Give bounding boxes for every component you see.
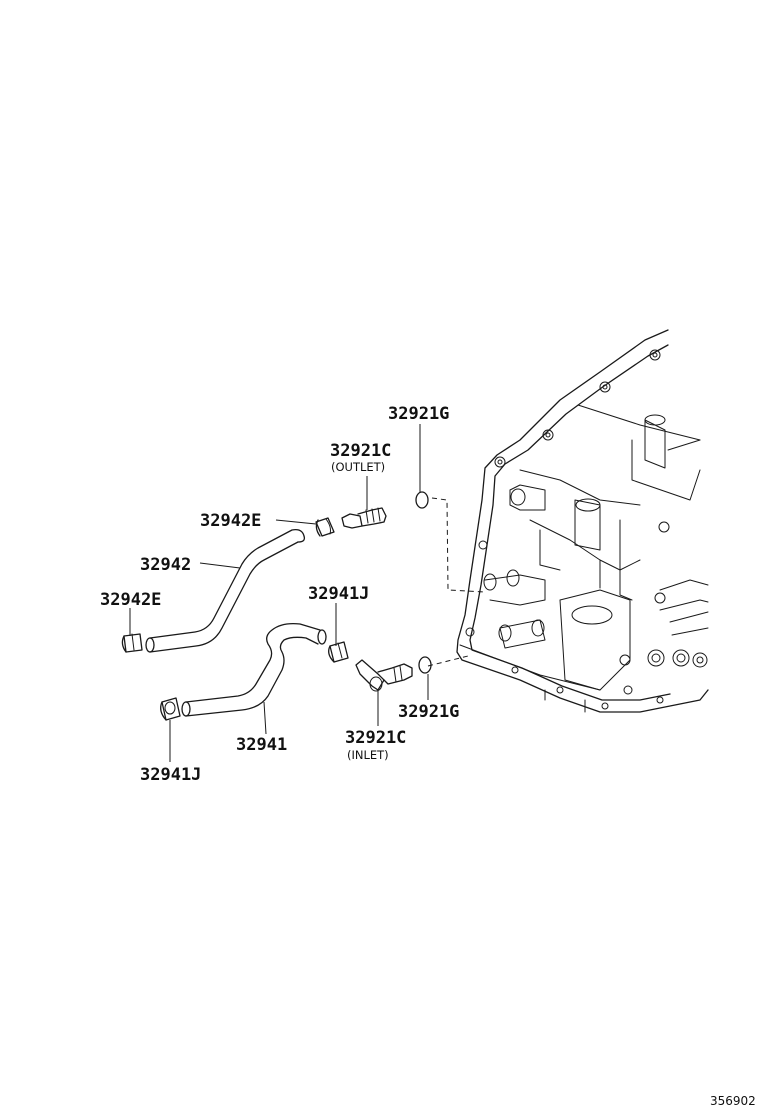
label-32941j-bottom: 32941J	[140, 765, 201, 785]
hose-32941	[181, 622, 327, 717]
label-inlet: (INLET)	[347, 748, 389, 762]
label-32921c-top: 32921C	[330, 441, 391, 461]
diagram-reference-code: 356902	[710, 1094, 756, 1108]
clamp-32942e-top	[315, 517, 335, 537]
label-32942e-left: 32942E	[100, 590, 161, 610]
clamp-32941j-bottom	[160, 697, 181, 721]
hose-32942	[145, 528, 306, 653]
label-32942: 32942	[140, 555, 191, 575]
label-32921g-top: 32921G	[388, 404, 449, 424]
leader-lines	[129, 424, 429, 762]
label-32941j-mid: 32941J	[308, 584, 369, 604]
clamp-32942e-left	[121, 633, 143, 653]
label-32941: 32941	[236, 735, 287, 755]
clamp-32941j-mid	[328, 641, 349, 663]
transmission-case	[456, 329, 709, 713]
label-32921c-bottom: 32921C	[345, 728, 406, 748]
union-inlet	[355, 659, 413, 692]
label-32942e-top: 32942E	[200, 511, 261, 531]
label-32921g-bottom: 32921G	[398, 702, 459, 722]
o-ring-outlet	[415, 491, 429, 509]
label-outlet: (OUTLET)	[331, 460, 385, 474]
o-ring-inlet	[418, 656, 432, 674]
union-outlet	[341, 507, 387, 529]
alignment-lines	[427, 497, 485, 667]
